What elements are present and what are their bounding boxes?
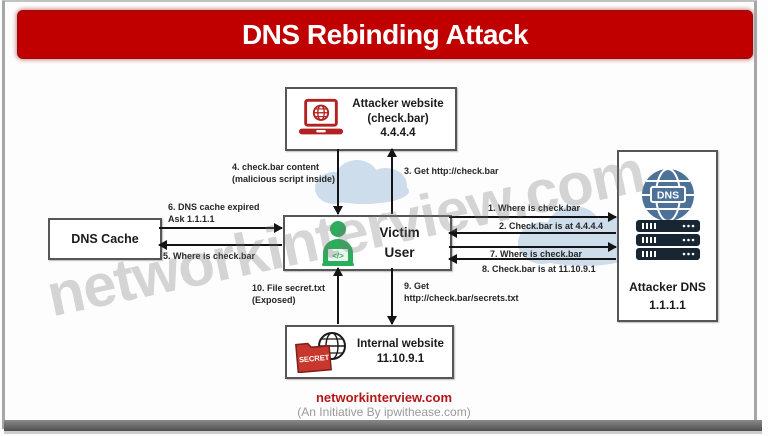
internal-website-name: Internal website (357, 338, 444, 351)
secret-stamp: SECRET (299, 353, 331, 365)
flow-label-2: 2. Check.bar is at 4.4.4.4 (499, 221, 604, 231)
attacker-dns-name: Attacker DNS (629, 280, 706, 294)
code-glyph: </> (333, 252, 345, 261)
attacker-website-name: Attacker website (352, 97, 444, 110)
victim-user-label: Victim User (379, 223, 419, 262)
frame-left-edge (2, 1, 5, 429)
flow-label-7: 7. Where is check.bar (490, 249, 583, 259)
victim-line1: Victim (379, 225, 420, 241)
node-attacker-website: Attacker website (check.bar) 4.4.4.4 (285, 87, 457, 151)
dns-label: DNS (656, 190, 678, 202)
attacker-dns-label: Attacker DNS 1.1.1.1 (629, 278, 706, 314)
server-stack (635, 220, 700, 260)
secret-folder-icon: SECRET (295, 332, 347, 373)
footer-tagline: (An Initiative By ipwithease.com) (297, 405, 471, 419)
arrow-victim-to-attacker-website (387, 148, 397, 214)
attacker-website-ip: 4.4.4.4 (380, 127, 416, 140)
flow-label-1: 1. Where is check.bar (488, 203, 581, 213)
flow-label-8: 8. Check.bar is at 11.10.9.1 (482, 264, 596, 274)
arrow-attacker-dns-to-victim-8 (448, 254, 616, 264)
flow-label-9b: http://check.bar/secrets.txt (404, 293, 519, 303)
victim-user-icon: </> (322, 221, 355, 266)
arrow-attacker-dns-to-victim-2 (448, 228, 616, 238)
page-title: DNS Rebinding Attack (241, 18, 529, 50)
footer-site-link: networkinterview.com (315, 390, 453, 405)
internal-website-ip: 11.10.9.1 (376, 353, 425, 365)
flow-label-10b: (Exposed) (252, 295, 296, 305)
node-victim-user: </> Victim User (283, 215, 452, 271)
flow-label-10a: 10. File secret.txt (252, 283, 326, 293)
arrow-victim-to-dns-cache (158, 240, 282, 250)
flow-label-4b: (malicious script inside) (232, 174, 336, 184)
network-cloud (315, 160, 415, 208)
title-bar: DNS Rebinding Attack (17, 10, 753, 59)
arrow-victim-to-attacker-dns-7 (449, 242, 617, 252)
internal-website-label: Internal website 11.10.9.1 (357, 337, 444, 367)
arrow-dns-cache-to-victim (159, 223, 283, 233)
attacker-website-domain: (check.bar) (367, 112, 429, 125)
frame-bottom-shadow (4, 431, 762, 434)
arrow-attacker-website-to-victim (333, 149, 343, 215)
arrow-internal-website-to-victim (333, 267, 343, 324)
flow-label-3: 3. Get http://check.bar (404, 166, 499, 176)
node-attacker-dns: DNS Attacker DNS 1.1.1.1 (617, 150, 718, 322)
frame-bottom-edge (4, 420, 762, 431)
flow-label-4a: 4. check.bar content (232, 162, 320, 172)
flow-label-5: 5. Where is check.bar (163, 251, 256, 261)
dns-server-icon: DNS (635, 168, 700, 260)
node-dns-cache: DNS Cache (48, 218, 162, 260)
attacker-dns-ip: 1.1.1.1 (649, 298, 686, 312)
dns-cache-label: DNS Cache (71, 231, 139, 246)
frame-right-edge (754, 1, 757, 429)
flow-label-6a: 6. DNS cache expired (168, 202, 260, 212)
node-attacker-website-label: Attacker website (check.bar) 4.4.4.4 (352, 97, 443, 142)
victim-line2: User (384, 245, 415, 260)
node-internal-website: SECRET Internal website 11.10.9.1 (285, 325, 454, 379)
laptop-globe-icon (299, 98, 344, 135)
arrow-victim-to-attacker-dns-1 (449, 212, 617, 222)
flow-label-6b: Ask 1.1.1.1 (168, 214, 215, 224)
flow-label-9a: 9. Get (404, 281, 430, 291)
frame-top-edge (2, 0, 757, 2)
arrow-victim-to-internal-website (387, 268, 397, 325)
